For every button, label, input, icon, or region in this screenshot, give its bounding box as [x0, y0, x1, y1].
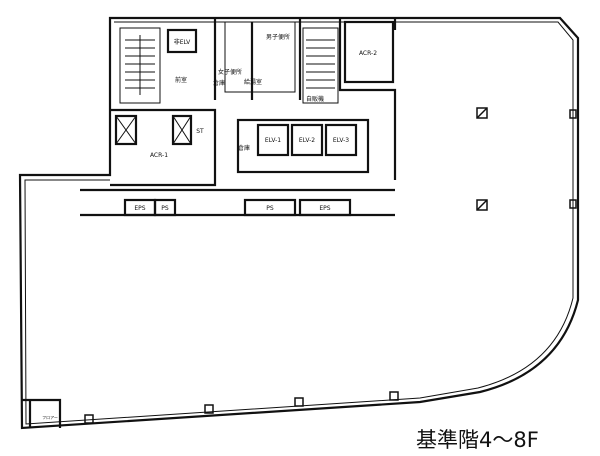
room-acr2	[343, 20, 395, 84]
room-elv-emergency	[166, 28, 198, 54]
room-eps2	[298, 198, 352, 217]
room-ps1	[153, 198, 177, 217]
label-mens-wc: 男子便所	[266, 33, 290, 41]
label-elv-emergency: 非ELV	[174, 38, 191, 46]
inner-outer-wall	[24, 21, 574, 425]
room-elv3	[324, 123, 358, 157]
shaft-cross-1	[115, 115, 137, 145]
stair-right	[302, 27, 339, 104]
label-storage: 倉庫	[213, 79, 225, 87]
label-acr1: ACR-1	[150, 152, 168, 159]
stair-left	[119, 27, 161, 104]
outer-wall	[18, 16, 580, 430]
label-elv1: ELV-1	[265, 137, 281, 144]
stair-treads-left	[125, 35, 155, 95]
room-ps2	[243, 198, 297, 217]
elevator-hall	[236, 118, 370, 174]
stair-treads-right	[306, 39, 335, 89]
label-st: ST	[196, 128, 204, 135]
small-room	[22, 398, 62, 428]
label-womens-wc: 女子便所	[218, 68, 242, 76]
shaft-cross-2	[172, 115, 192, 145]
corridor-wall	[80, 188, 395, 217]
shaft-1	[114, 114, 138, 146]
label-elv3: ELV-3	[333, 137, 349, 144]
label-elv2: ELV-2	[299, 137, 315, 144]
shaft-2	[171, 114, 193, 146]
label-acr2: ACR-2	[359, 50, 377, 57]
label-vending: 自販機	[306, 95, 324, 103]
columns	[84, 107, 577, 424]
label-eps1: EPS	[134, 205, 145, 212]
label-ps1: PS	[161, 205, 169, 212]
room-elv2	[290, 123, 324, 157]
label-anteroom: 前室	[175, 76, 187, 84]
label-kitchenette: 給湯室	[244, 78, 262, 86]
label-small-room: フロアー	[42, 415, 58, 420]
room-elv1	[256, 123, 290, 157]
wc-block	[224, 21, 296, 93]
label-eps2: EPS	[319, 205, 330, 212]
core-wall	[110, 18, 397, 187]
floor-caption: 基準階4〜8F	[416, 428, 539, 452]
label-storage2: 倉庫	[238, 144, 250, 152]
label-ps2: PS	[266, 205, 274, 212]
